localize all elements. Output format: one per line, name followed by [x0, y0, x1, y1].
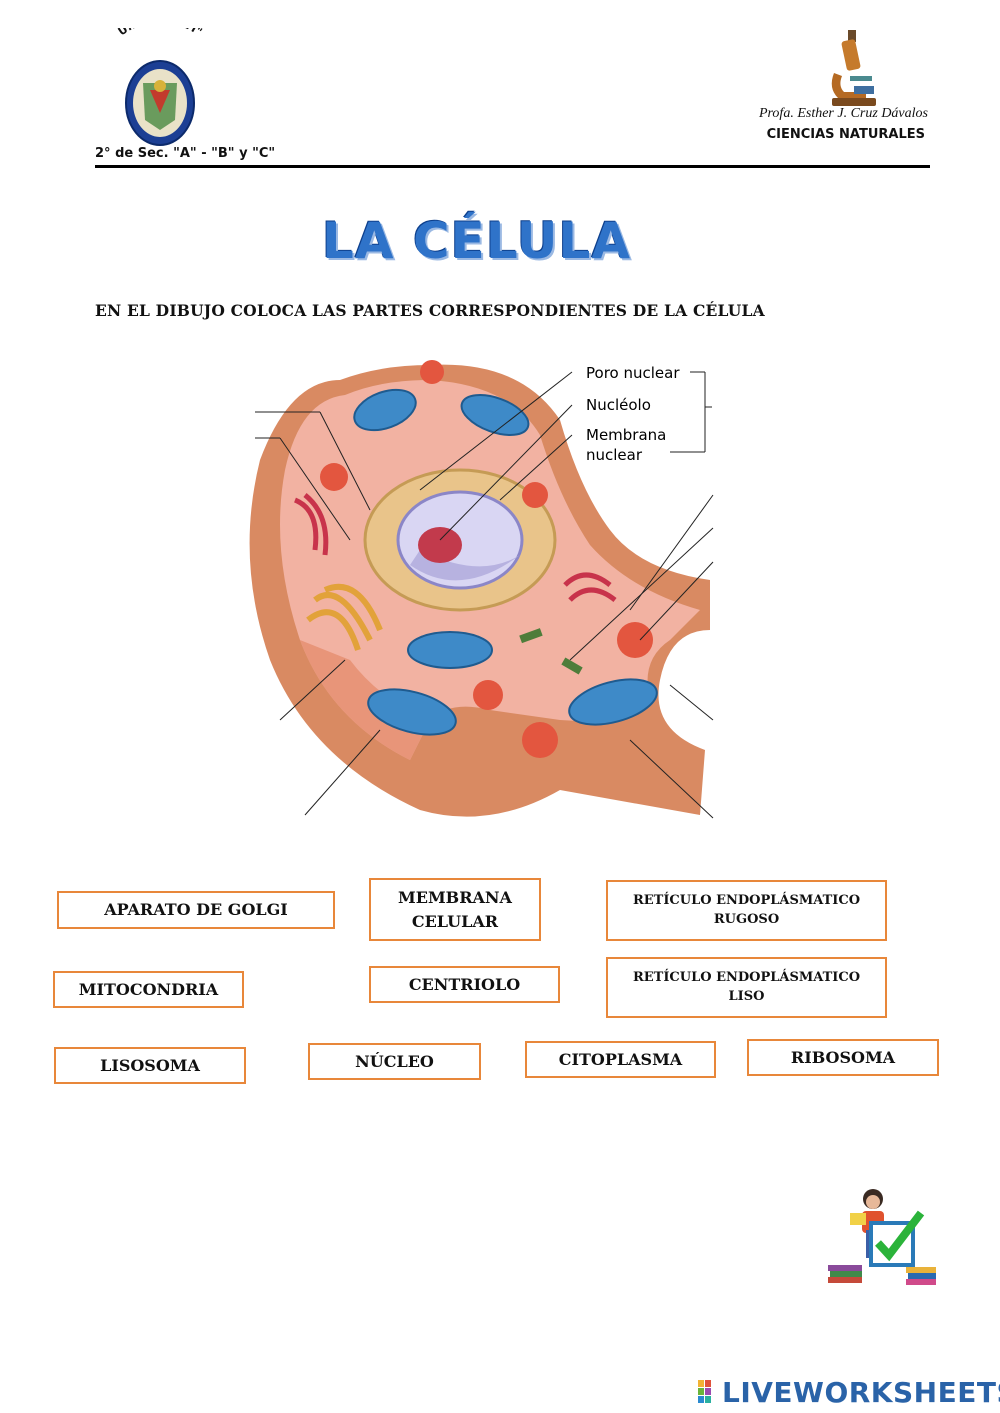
answer-box-ribosoma[interactable]: RIBOSOMA — [747, 1039, 939, 1076]
teacher-name: Profa. Esther J. Cruz Dávalos — [700, 106, 928, 122]
label-nucleolus: Nucléolo — [586, 396, 651, 414]
label-nuclear-membrane-line2: nuclear — [586, 446, 643, 464]
reading-teacher-checkmark-icon — [826, 1185, 941, 1290]
liveworksheets-logo-icon — [698, 1380, 720, 1404]
liveworksheets-brand[interactable]: LIVEWORKSHEETS — [722, 1376, 1000, 1409]
answer-box-aparato-de-golgi[interactable]: APARATO DE GOLGI — [57, 891, 335, 929]
school-name: U.E. "INGAVI" — [116, 28, 205, 38]
answer-box-reticulo-liso[interactable]: RETÍCULO ENDOPLÁSMATICO LISO — [606, 957, 887, 1018]
header-divider — [95, 165, 930, 168]
page-title: LA CÉLULA — [322, 212, 631, 270]
school-logo: U.E. "INGAVI" — [95, 28, 225, 153]
instruction-text: EN EL DIBUJO COLOCA LAS PARTES CORRESPON… — [95, 301, 895, 320]
subject-name: CIENCIAS NATURALES — [700, 127, 925, 142]
svg-text:U.E. "INGAVI": U.E. "INGAVI" — [116, 28, 205, 38]
answer-box-reticulo-rugoso[interactable]: RETÍCULO ENDOPLÁSMATICO RUGOSO — [606, 880, 887, 941]
answer-box-nucleo[interactable]: NÚCLEO — [308, 1043, 481, 1080]
grade-text: 2° de Sec. "A" - "B" y "C" — [95, 146, 275, 161]
microscope-icon — [826, 28, 881, 108]
answer-box-centriolo[interactable]: CENTRIOLO — [369, 966, 560, 1003]
answer-box-membrana-celular[interactable]: MEMBRANA CELULAR — [369, 878, 541, 941]
label-nuclear-membrane-line1: Membrana — [586, 426, 666, 444]
answer-box-lisosoma[interactable]: LISOSOMA — [54, 1047, 246, 1084]
answer-box-mitocondria[interactable]: MITOCONDRIA — [53, 971, 244, 1008]
cell-diagram: Poro nuclear Nucléolo Membrana nuclear — [230, 340, 730, 840]
answer-box-citoplasma[interactable]: CITOPLASMA — [525, 1041, 716, 1078]
label-nuclear-pore: Poro nuclear — [586, 364, 680, 382]
